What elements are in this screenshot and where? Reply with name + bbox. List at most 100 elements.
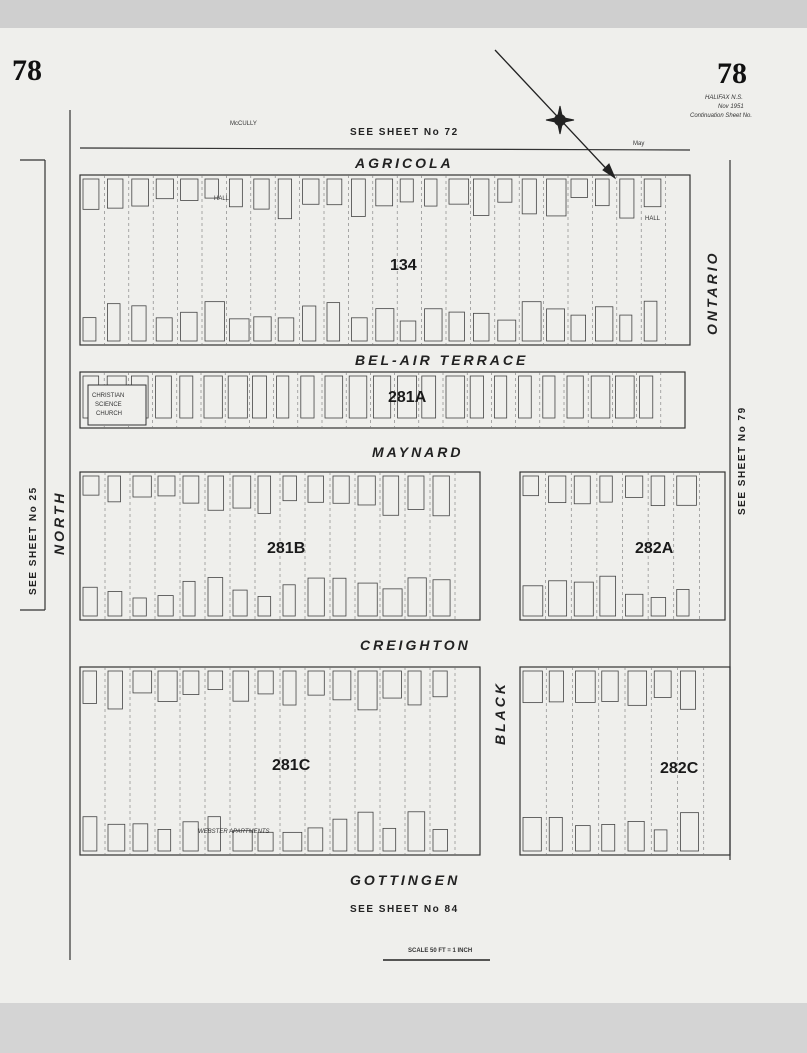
building-footprint [407, 670, 422, 706]
building-footprint [302, 305, 317, 342]
building-footprint [653, 829, 668, 852]
building-footprint [573, 581, 594, 617]
sheet-city: HALIFAX N.S. [705, 95, 743, 101]
building-footprint [107, 670, 123, 710]
building-footprint [324, 375, 344, 419]
building-footprint [157, 595, 174, 617]
building-footprint [207, 670, 224, 691]
building-footprint [131, 178, 149, 207]
building-footprint [382, 588, 403, 617]
building-footprint [676, 475, 697, 506]
scan-border-bottom [0, 1003, 807, 1053]
building-footprint [595, 306, 614, 342]
building-footprint [627, 821, 645, 852]
building-footprint [680, 670, 696, 710]
city-block [79, 174, 691, 346]
building-footprint [601, 670, 619, 702]
block-282a: 282A [635, 540, 674, 557]
building-footprint [182, 475, 200, 504]
building-footprint [382, 827, 397, 852]
building-footprint [332, 818, 348, 852]
building-footprint [228, 318, 250, 342]
building-footprint [207, 475, 225, 511]
building-footprint [518, 375, 532, 419]
building-footprint [180, 311, 198, 342]
building-footprint [282, 670, 297, 706]
building-footprint [497, 319, 517, 342]
building-footprint [575, 825, 591, 852]
building-footprint [155, 317, 173, 342]
scale-bar: SCALE 50 FT = 1 INCH [383, 948, 490, 961]
svg-text:SCALE 50 FT = 1 INCH: SCALE 50 FT = 1 INCH [408, 948, 472, 954]
svg-text:CHURCH: CHURCH [96, 411, 122, 417]
building-footprint [432, 670, 448, 698]
building-footprint [257, 596, 272, 617]
building-footprint [227, 375, 248, 419]
building-footprint [207, 577, 224, 617]
building-footprint [421, 375, 437, 419]
building-footprint [522, 670, 543, 704]
building-footprint [472, 178, 490, 216]
sheet-date: Nov 1951 [718, 104, 744, 110]
building-footprint [182, 821, 199, 852]
building-footprint [332, 577, 347, 617]
building-footprint [448, 311, 465, 342]
buildings [82, 178, 699, 852]
building-footprint [639, 375, 654, 419]
building-footprint [82, 178, 100, 210]
building-footprint [179, 375, 194, 419]
building-footprint [253, 316, 272, 342]
building-footprint [375, 308, 395, 342]
building-footprint [493, 375, 508, 419]
building-footprint [407, 475, 425, 510]
building-footprint [251, 375, 267, 419]
building-footprint [372, 375, 392, 419]
see-sheet-top: SEE SHEET No 72 [350, 127, 459, 138]
building-footprint [590, 375, 611, 419]
building-footprint [595, 178, 610, 207]
building-footprint [257, 831, 274, 852]
building-footprint [232, 670, 250, 702]
building-footprint [307, 827, 324, 852]
building-footprint [650, 475, 666, 507]
building-footprint [326, 302, 341, 342]
building-footprint [680, 812, 699, 852]
building-footprint [521, 301, 542, 342]
see-sheet-right: SEE SHEET No 79 [737, 406, 748, 515]
building-footprint [155, 178, 174, 200]
building-footprint [276, 375, 290, 419]
sheet-continuation: Continuation Sheet No. [690, 113, 752, 119]
building-footprint [615, 375, 635, 419]
street-lines [20, 110, 731, 960]
building-footprint [397, 375, 417, 419]
building-footprint [207, 816, 221, 852]
building-footprint [131, 305, 147, 342]
scan-border-top [0, 0, 807, 28]
building-footprint [448, 178, 470, 205]
building-footprint [522, 585, 544, 617]
street-bel-air-terrace: BEL-AIR TERRACE [355, 352, 528, 368]
building-footprint [399, 178, 414, 203]
building-footprint [350, 178, 366, 217]
building-footprint [82, 586, 98, 617]
building-footprint [277, 317, 295, 342]
svg-text:SCIENCE: SCIENCE [95, 402, 122, 408]
block-134: 134 [390, 257, 417, 274]
building-footprint [407, 811, 426, 852]
block-281a: 281A [388, 389, 427, 406]
building-footprint [546, 178, 567, 217]
street-ontario: ONTARIO [704, 250, 720, 335]
building-footprint [326, 178, 343, 206]
building-footprint [204, 178, 219, 199]
building-footprint [302, 178, 320, 205]
map-sheet [0, 28, 807, 1003]
sheet-number-left: 78 [12, 54, 42, 87]
may-label: May [633, 141, 644, 147]
compass-north-arrow-icon [494, 49, 617, 180]
building-footprint [546, 308, 565, 342]
building-footprint [619, 314, 633, 342]
building-footprint [348, 375, 368, 419]
building-footprint [350, 317, 368, 342]
building-footprint [232, 475, 252, 509]
